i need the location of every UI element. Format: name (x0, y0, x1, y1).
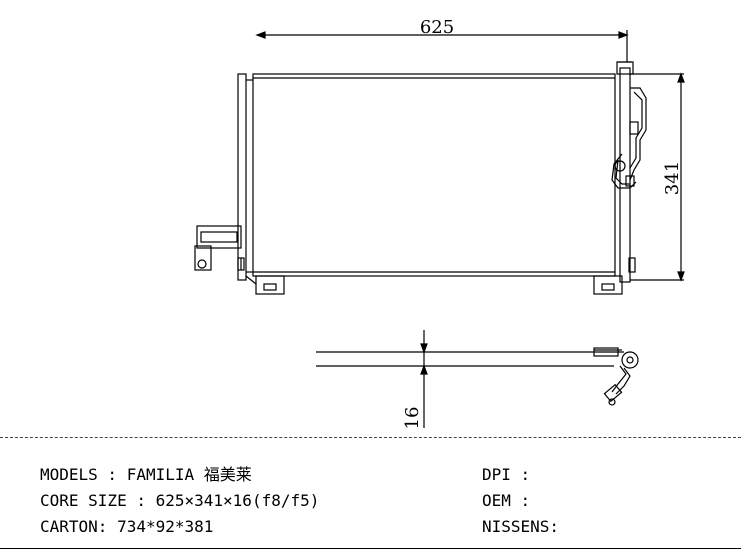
nissens-row: NISSENS: (482, 514, 559, 540)
codes-panel: DPI : OEM : NISSENS: (482, 462, 559, 540)
thickness-dimension-label: 16 (402, 407, 423, 430)
right-pipe-assembly (611, 87, 647, 189)
left-connector-block (194, 225, 245, 271)
nissens-label: NISSENS: (482, 517, 560, 536)
models-label: MODELS (40, 465, 98, 484)
carton-value: 734*92*381 (117, 517, 214, 536)
bottom-border (0, 548, 741, 549)
specs-panel: MODELS : FAMILIA 福美莱 CORE SIZE : 625×341… (40, 462, 319, 540)
section-divider (0, 437, 741, 438)
side-view (316, 347, 639, 406)
bottom-bracket-left (245, 275, 285, 295)
dpi-row: DPI : (482, 465, 540, 484)
core-size-row: CORE SIZE : 625×341×16(f8/f5) (40, 491, 320, 510)
condenser-drawing: 625 341 16 (194, 17, 685, 430)
left-tank (237, 73, 253, 281)
bottom-bracket-right (593, 275, 623, 295)
models-value: FAMILIA 福美莱 (126, 465, 252, 484)
height-dimension-label: 341 (662, 161, 683, 195)
oem-label: OEM (482, 491, 511, 510)
carton-label: CARTON: (40, 517, 108, 536)
width-dimension-line (255, 30, 629, 62)
dpi-label: DPI (482, 465, 511, 484)
condenser-core (252, 73, 616, 277)
thickness-dimension-line (420, 330, 428, 428)
oem-row: OEM : (482, 491, 540, 510)
height-dimension-line (630, 72, 685, 282)
carton-row: CARTON: 734*92*381 (40, 514, 319, 540)
core-size-value: 625×341×16(f8/f5) (155, 491, 320, 510)
models-row: MODELS : FAMILIA 福美莱 (40, 465, 252, 484)
core-size-label: CORE SIZE (40, 491, 127, 510)
width-dimension-label: 625 (420, 17, 454, 38)
right-tank (616, 61, 636, 283)
